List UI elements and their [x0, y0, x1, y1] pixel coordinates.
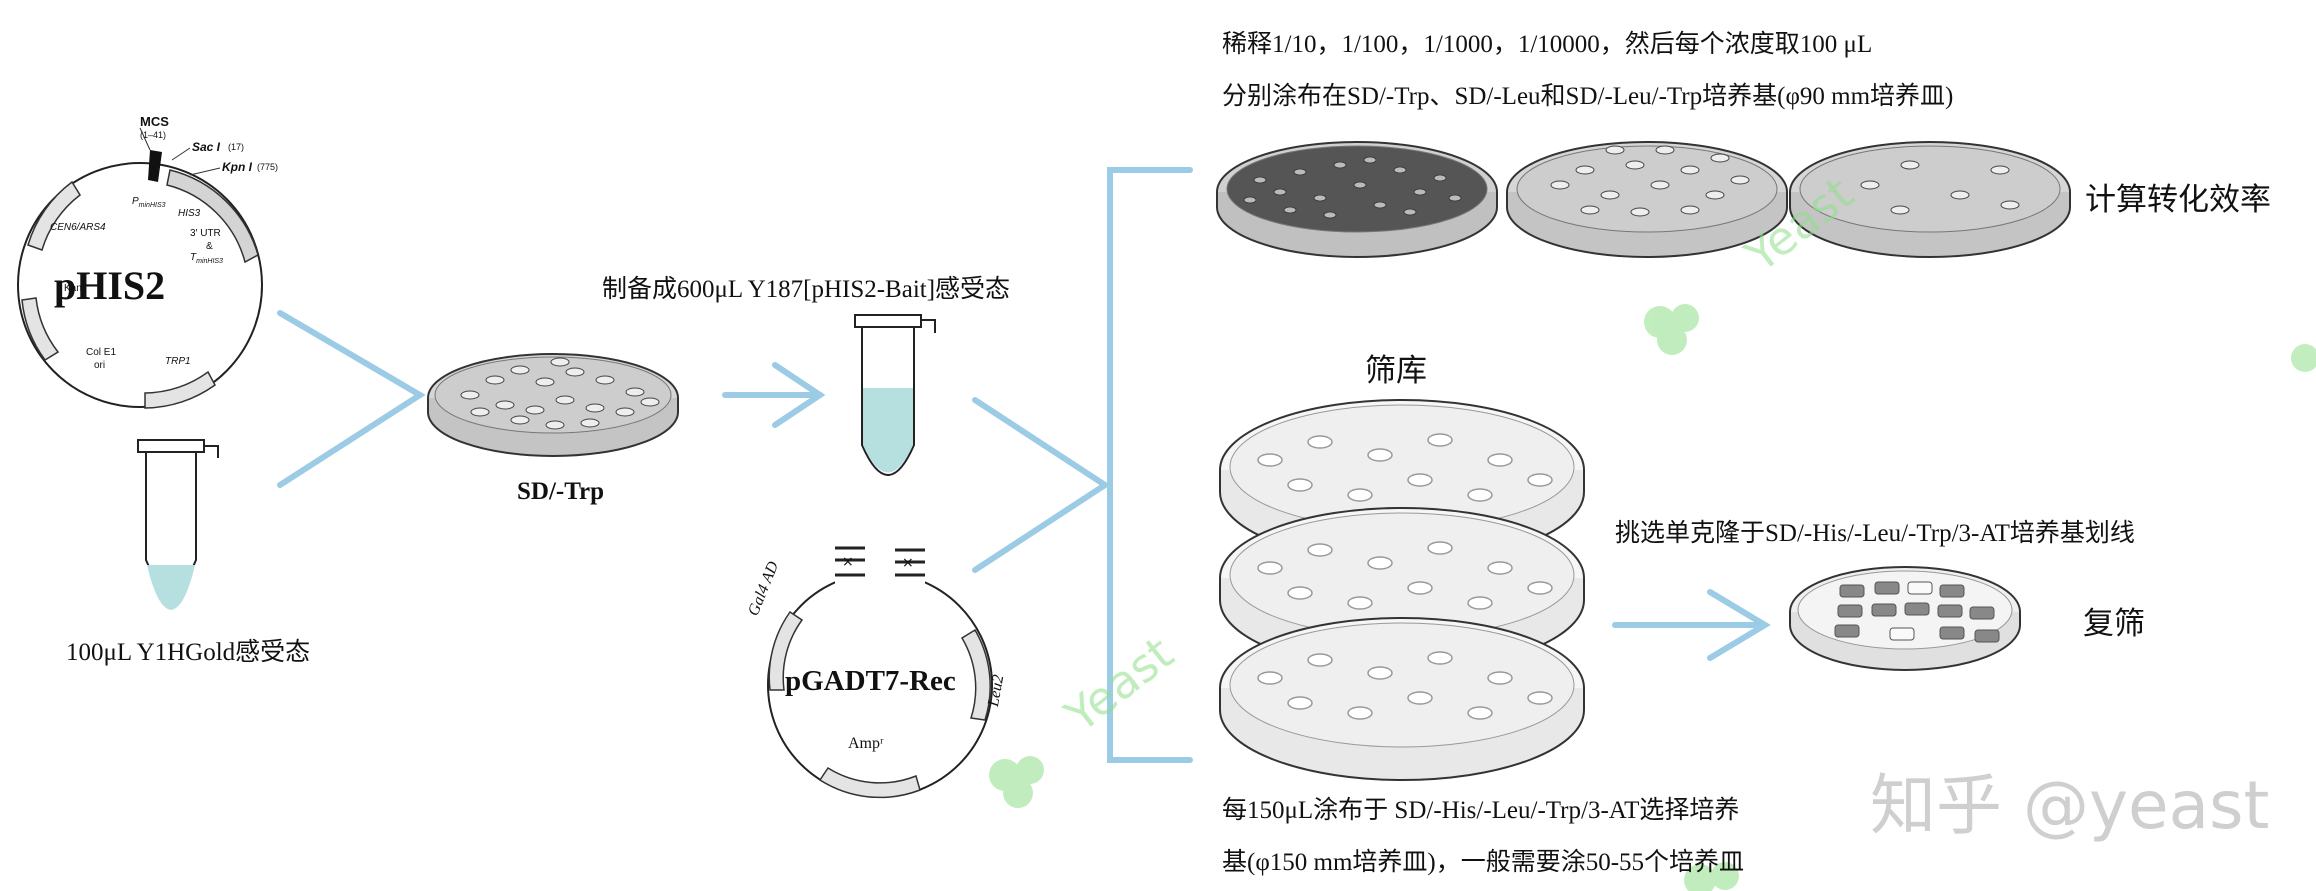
plate-rescreen	[1789, 566, 2021, 671]
label-library-screening: 筛库	[1365, 353, 1427, 388]
label-cen6-ars4: CEN6/ARS4	[50, 222, 106, 233]
label-p-minhis3: PminHIS3	[132, 196, 166, 209]
screening-note-line1: 每150μL涂布于 SD/-His/-Leu/-Trp/3-AT选择培养	[1222, 797, 1740, 824]
label-ampersand: &	[206, 241, 213, 252]
label-kpni: Kpn I	[222, 160, 252, 174]
caption-competent-cells: 100μL Y1HGold感受态	[66, 639, 311, 666]
yeast-logo-watermarks	[989, 304, 2316, 891]
label-ampr: Ampʳ	[848, 735, 884, 752]
label-kan: Kanʳ	[64, 283, 85, 294]
flow-arrows	[277, 167, 1771, 763]
label-pick-clones: 挑选单克隆于SD/-His/-Leu/-Trp/3-AT培养基划线	[1615, 520, 2135, 547]
plate-medium	[1506, 141, 1788, 258]
caption-sd-trp-plate: SD/-Trp	[517, 478, 605, 505]
library-plate-3	[1219, 617, 1585, 781]
label-kpni-pos: (775)	[257, 162, 279, 172]
plate-sparse	[1789, 141, 2071, 258]
dilution-plates	[1216, 141, 2071, 258]
label-calc-efficiency: 计算转化效率	[2085, 182, 2271, 217]
label-rescreen: 复筛	[2083, 606, 2145, 641]
tube-bait-cells	[854, 314, 936, 476]
label-mcs: MCS	[140, 114, 169, 129]
label-saci: Sac I	[192, 140, 221, 154]
tube-competent-cells	[137, 439, 219, 610]
svg-text:×: ×	[902, 555, 914, 571]
plasmid-phis2-map	[17, 127, 263, 409]
caption-bait-competent: 制备成600μL Y187[pHIS2-Bait]感受态	[602, 276, 1011, 303]
label-utr: 3′ UTR	[190, 228, 221, 239]
label-trp1: TRP1	[165, 356, 191, 367]
watermark-zhihu: 知乎 @yeast	[1870, 767, 2270, 844]
plate-sd-trp	[427, 353, 679, 457]
label-saci-pos: (17)	[228, 142, 245, 152]
svg-text:×: ×	[842, 554, 854, 570]
plate-dense	[1216, 141, 1498, 258]
plasmid-pgadt7-name: pGADT7-Rec	[785, 665, 956, 697]
dilution-instruction-line2: 分别涂布在SD/-Trp、SD/-Leu和SD/-Leu/-Trp培养基(φ90…	[1222, 83, 1954, 110]
label-his3: HIS3	[178, 208, 201, 219]
label-col-e1: Col E1	[86, 347, 117, 358]
label-ori: ori	[94, 360, 106, 371]
screening-note-line2: 基(φ150 mm培养皿)，一般需要涂50-55个培养皿	[1222, 849, 1745, 876]
dilution-instruction-line1: 稀释1/10，1/100，1/1000，1/10000，然后每个浓度取100 μ…	[1222, 31, 1873, 58]
plasmid-pgadt7-map: × ×	[767, 546, 993, 799]
plasmid-phis2-name: pHIS2	[54, 263, 166, 308]
library-plate-stack	[1219, 399, 1585, 781]
label-t-minhis3: TminHIS3	[190, 252, 223, 265]
label-mcs-range: (1–41)	[140, 130, 167, 140]
